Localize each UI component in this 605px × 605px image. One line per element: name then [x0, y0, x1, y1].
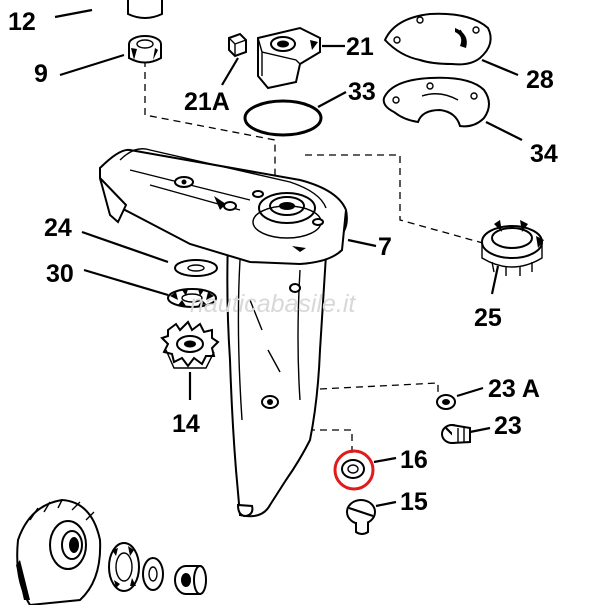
part-15-leader: [375, 500, 397, 508]
label-21: 21: [346, 33, 374, 61]
part-14-pinion-gear: [160, 320, 220, 369]
lower-bushing: [174, 565, 207, 595]
label-24: 24: [44, 214, 72, 242]
part-30-bearing: [167, 288, 217, 308]
label-23: 23: [494, 412, 522, 440]
label-33: 33: [348, 78, 376, 106]
label-34: 34: [530, 140, 558, 168]
part-25-leader: [490, 265, 500, 295]
part-16-washer: [333, 449, 375, 491]
part-23a-leader: [456, 386, 484, 398]
part-34-gasket: [382, 76, 490, 128]
part-23-leader: [469, 426, 491, 434]
part-33-leader: [317, 91, 347, 108]
label-15: 15: [400, 488, 428, 516]
part-9-bushing: [128, 35, 162, 64]
label-16: 16: [400, 446, 428, 474]
part-23-screw: [441, 424, 471, 444]
label-23a: 23 A: [488, 375, 540, 403]
part-21a-key: [228, 32, 247, 58]
part-28-plate: [383, 12, 492, 66]
label-21a: 21A: [184, 88, 230, 116]
label-12: 12: [8, 8, 36, 36]
label-30: 30: [46, 260, 74, 288]
lower-roller-bearing: [108, 542, 140, 592]
part-25-grommet: [481, 220, 544, 276]
part-7-gearcase-housing: [98, 148, 348, 518]
part-12-leader: [54, 8, 93, 19]
part-24-leader: [81, 230, 169, 264]
lower-washer: [142, 557, 164, 591]
part-16-leader: [373, 456, 397, 464]
label-25: 25: [474, 304, 502, 332]
part-23a-gasket: [436, 394, 456, 410]
lower-bevel-gear: [16, 498, 102, 605]
part-28-leader: [481, 58, 519, 77]
part-24-washer: [174, 259, 218, 277]
label-7: 7: [378, 233, 392, 261]
label-14: 14: [172, 410, 200, 438]
part-21a-leader: [221, 57, 239, 86]
part-33-oring: [243, 99, 323, 137]
part-7-leader: [347, 238, 377, 248]
label-28: 28: [526, 66, 554, 94]
highlight-ring: [333, 449, 375, 491]
part-12-piece: [127, 0, 163, 19]
part-34-leader: [485, 121, 523, 141]
part-21-housing: [257, 26, 321, 90]
part-15-screw: [346, 499, 376, 535]
part-30-leader: [83, 268, 169, 297]
part-9-leader: [59, 53, 125, 77]
label-9: 9: [34, 60, 48, 88]
watermark-text: nauticabasile.it: [190, 290, 356, 318]
